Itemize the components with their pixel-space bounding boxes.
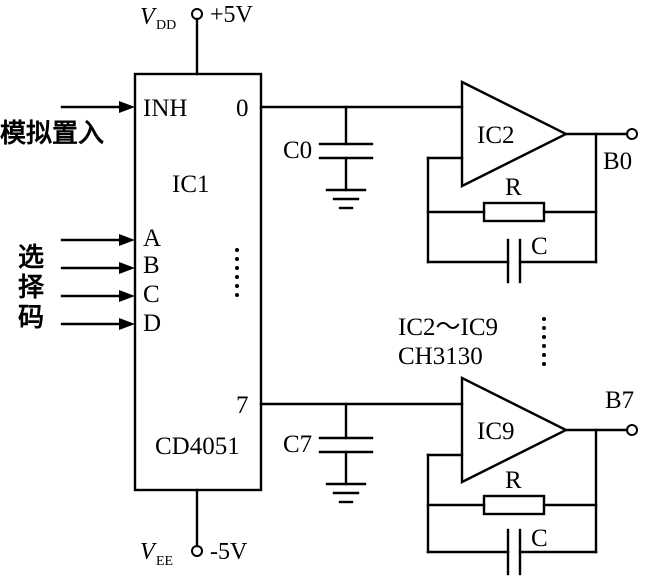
vdd-symbol: V [140, 4, 157, 30]
opamp-ic9 [460, 376, 569, 484]
mux-name: IC1 [172, 171, 210, 198]
ic2-feedback-resistor [482, 201, 546, 223]
output-b7-label: B7 [605, 387, 634, 414]
ic9-feedback-resistor [482, 494, 546, 516]
output-b0-terminal [626, 128, 638, 140]
vee-value: -5V [210, 539, 248, 565]
amp-range-note: IC2～IC9 [398, 314, 498, 341]
select-code-label-3: 码 [18, 303, 44, 333]
capacitor-c0 [318, 105, 374, 210]
mux-ellipsis-dots [235, 248, 239, 297]
opamp-ic2-label: IC2 [477, 122, 515, 149]
opamp-ic2 [460, 80, 569, 188]
select-arrows [60, 234, 135, 330]
vdd-terminal [191, 8, 203, 20]
ic9-feedback-network [426, 428, 598, 576]
cap-c0-label: C0 [283, 137, 312, 164]
channel-ellipsis-dots [542, 317, 546, 366]
cap-c7-label: C7 [283, 431, 312, 458]
vee-subscript: EE [156, 554, 173, 569]
vdd-value: +5V [210, 2, 254, 28]
ic9-resistor-label: R [505, 467, 522, 494]
mux-pin-c: C [143, 281, 160, 308]
output-b7-terminal [626, 424, 638, 436]
amp-part-note: CH3130 [398, 343, 483, 370]
ic2-feedback-network [426, 132, 598, 284]
mux-inh-pin-label: INH [143, 95, 187, 122]
vdd-subscript: DD [156, 18, 176, 33]
analog-input-label: 模拟置入 [0, 119, 104, 149]
vee-terminal [191, 545, 203, 557]
vee-symbol: V [140, 539, 157, 565]
mux-output-0-label: 0 [236, 95, 249, 122]
ic9-capacitor-label: C [531, 525, 548, 552]
select-code-label-2: 择 [18, 273, 45, 303]
mux-pin-d: D [143, 310, 161, 337]
mux-part-number: CD4051 [155, 433, 240, 460]
inh-arrow-head [119, 101, 135, 113]
output-b0-label: B0 [603, 148, 632, 175]
ic2-resistor-label: R [505, 174, 522, 201]
select-code-label-1: 选 [18, 243, 44, 273]
opamp-ic9-label: IC9 [477, 418, 515, 445]
capacitor-c7 [318, 402, 374, 504]
mux-output-7-label: 7 [236, 392, 249, 419]
ic2-capacitor-label: C [531, 233, 548, 260]
mux-pin-a: A [143, 225, 161, 252]
mux-pin-b: B [143, 252, 160, 279]
